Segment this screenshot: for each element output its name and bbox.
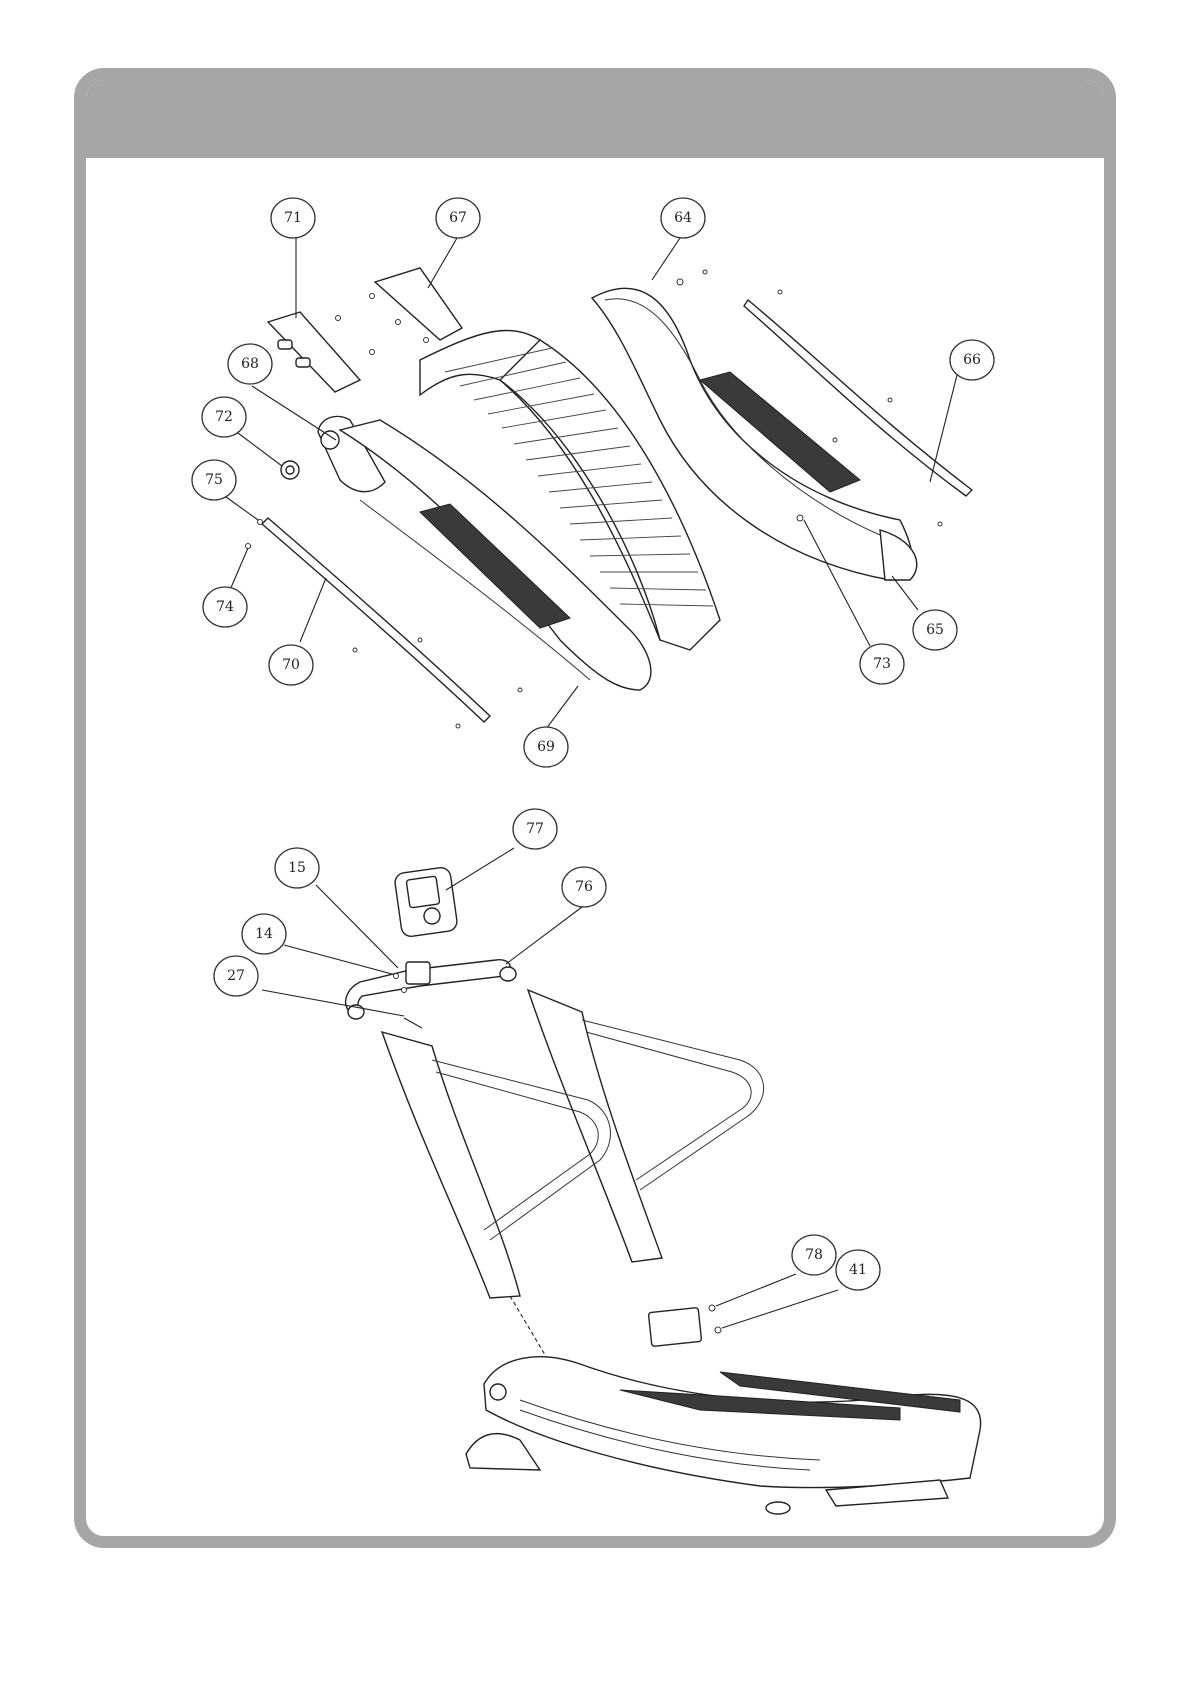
callout-15-label: 15 xyxy=(288,860,306,876)
left-upright xyxy=(382,1032,520,1298)
part-67-cover-plate xyxy=(370,268,463,343)
callout-73: 73 xyxy=(860,644,904,684)
callout-78: 78 xyxy=(792,1235,836,1275)
part-77-console xyxy=(394,866,458,937)
handlebar-upright-exploded-view xyxy=(346,866,981,1514)
callout-67: 67 xyxy=(436,198,480,238)
callout-74: 74 xyxy=(203,587,247,627)
callout-65: 65 xyxy=(913,610,957,650)
callout-70-label: 70 xyxy=(282,657,300,673)
part-72-bushing-hole xyxy=(286,466,294,474)
callout-27-label: 27 xyxy=(227,968,245,984)
part-75-screw xyxy=(258,520,263,525)
callout-65-label: 65 xyxy=(926,622,944,638)
part-73-bolt xyxy=(797,515,803,521)
part-14-screw xyxy=(394,974,399,979)
callout-66: 66 xyxy=(950,340,994,380)
callout-75: 75 xyxy=(192,460,236,500)
callout-14-label: 14 xyxy=(255,926,273,942)
callout-69: 69 xyxy=(524,727,568,767)
part-70-side-rail-strip xyxy=(262,518,490,722)
callout-66-label: 66 xyxy=(963,352,981,368)
callout-71: 71 xyxy=(271,198,315,238)
assembled-treadmill-base xyxy=(466,1305,981,1514)
callout-68-label: 68 xyxy=(241,356,259,372)
callout-15: 15 xyxy=(275,848,319,888)
callout-69-label: 69 xyxy=(537,739,555,755)
callout-73-label: 73 xyxy=(873,656,891,672)
part-65-rear-end-cap xyxy=(880,530,917,580)
callout-75-label: 75 xyxy=(205,472,223,488)
callout-76-label: 76 xyxy=(575,879,593,895)
callout-77-label: 77 xyxy=(526,821,544,837)
callout-78-label: 78 xyxy=(805,1247,823,1263)
callout-76: 76 xyxy=(562,867,606,907)
part-78-bolt xyxy=(709,1305,715,1311)
right-upright xyxy=(528,990,662,1262)
callout-68: 68 xyxy=(228,344,272,384)
part-74-screw xyxy=(246,544,251,549)
callout-64-label: 64 xyxy=(674,210,692,226)
callout-41-label: 41 xyxy=(849,1262,867,1278)
callout-72-label: 72 xyxy=(215,409,233,425)
callout-70: 70 xyxy=(269,645,313,685)
callout-67-label: 67 xyxy=(449,210,467,226)
part-66-side-rail-strip xyxy=(744,300,972,496)
callout-14: 14 xyxy=(242,914,286,954)
callout-64: 64 xyxy=(661,198,705,238)
part-27-bolt xyxy=(404,1018,422,1028)
part-71-cover-plate xyxy=(268,312,375,392)
callout-74-label: 74 xyxy=(216,599,234,615)
part-15-washer xyxy=(402,988,407,993)
callout-27: 27 xyxy=(214,956,258,996)
part-41-washer xyxy=(715,1327,721,1333)
callout-77: 77 xyxy=(513,809,557,849)
callout-41: 41 xyxy=(836,1250,880,1290)
callout-72: 72 xyxy=(202,397,246,437)
callout-71-label: 71 xyxy=(284,210,302,226)
